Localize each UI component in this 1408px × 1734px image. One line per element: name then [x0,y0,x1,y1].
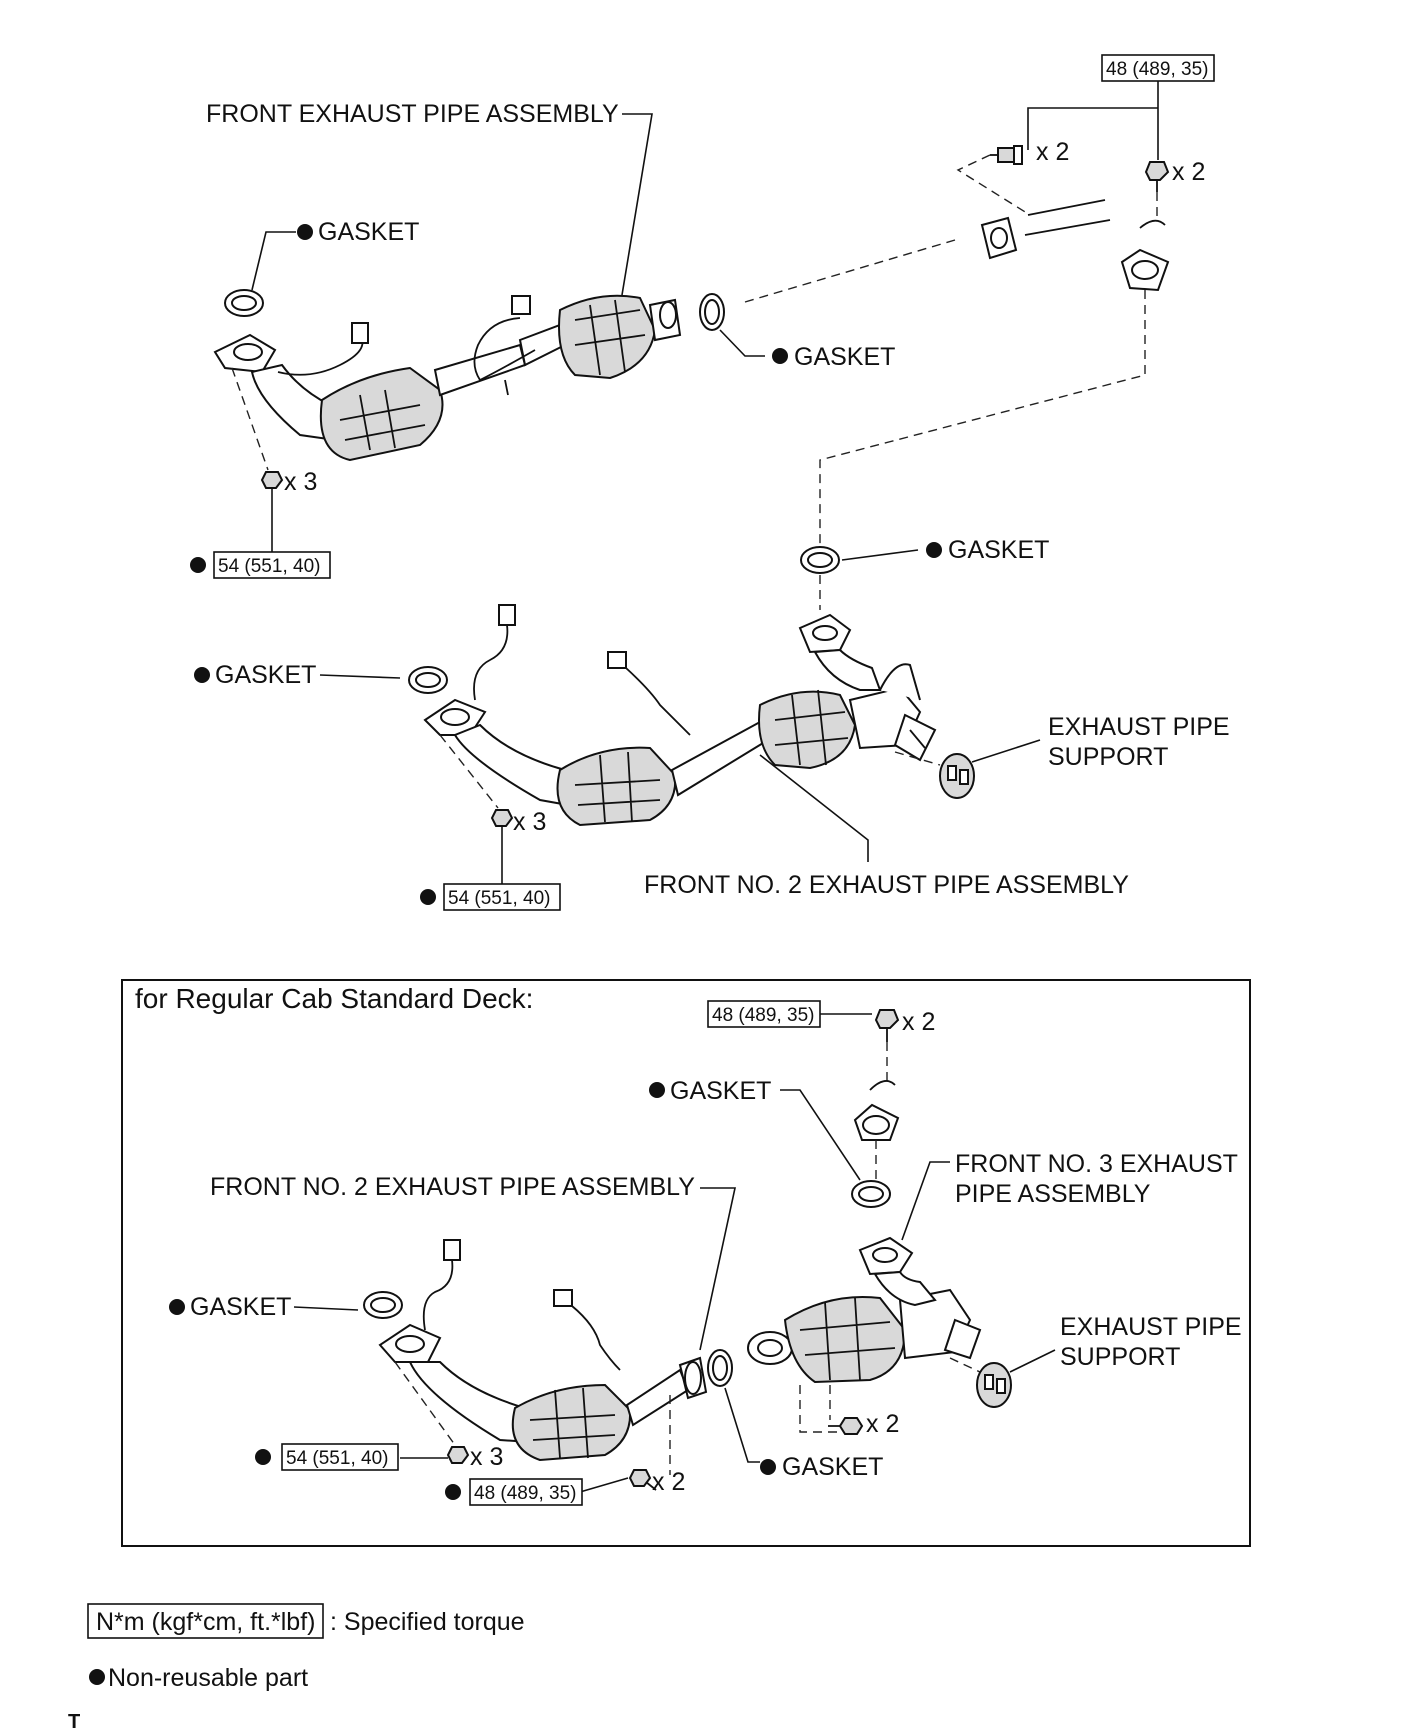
label-exhaust-support-1: EXHAUST PIPE [1048,713,1230,741]
cab-bolt-qty-right: x 2 [866,1410,899,1438]
nonreusable-dot [760,1459,776,1475]
bolt-icon [828,1417,864,1435]
gasket-icon [363,1291,403,1319]
oxygen-sensor-icon [422,1239,461,1331]
gasket-label: GASKET [794,343,895,371]
regular-cab-frame [121,979,1251,1547]
nonreusable-dot [190,557,206,573]
nut-qty-a: x 3 [284,468,317,496]
gasket-icon [699,293,725,331]
svg-text:N*m (kgf*cm, ft.*lbf): N*m (kgf*cm, ft.*lbf) [96,1608,315,1636]
gasket-label: GASKET [215,661,316,689]
cab-label-front-no2: FRONT NO. 2 EXHAUST PIPE ASSEMBLY [210,1173,695,1201]
gasket-label: GASKET [318,218,419,246]
svg-text:48 (489, 35): 48 (489, 35) [1106,59,1208,80]
gasket-icon [408,666,448,694]
svg-text:48 (489, 35): 48 (489, 35) [712,1005,814,1026]
torque-box-48-cab-top: 48 (489, 35) [707,1000,821,1028]
legend-torque-desc: : Specified torque [330,1608,525,1636]
legend-torque-box: N*m (kgf*cm, ft.*lbf) [87,1603,324,1639]
svg-text:54 (551, 40): 54 (551, 40) [286,1448,388,1469]
front-exhaust-pipe-assembly [213,294,682,462]
torque-box-54-a: 54 (551, 40) [213,551,331,579]
nut-icon [260,471,284,489]
torque-box-48-cab-bottom: 48 (489, 35) [469,1478,583,1506]
bolt-qty-b: x 2 [1172,158,1205,186]
svg-text:54 (551, 40): 54 (551, 40) [448,888,550,909]
nonreusable-dot [169,1299,185,1315]
label-exhaust-support-2: SUPPORT [1048,743,1168,771]
nonreusable-dot [255,1449,271,1465]
oxygen-sensor-icon [553,1289,621,1371]
cab-bolt-qty-top: x 2 [902,1008,935,1036]
gasket-icon [800,546,840,574]
bolt-icon [628,1469,657,1491]
cab-gasket-label: GASKET [670,1077,771,1105]
bolt-qty-a: x 2 [1036,138,1069,166]
bolt-icon [874,1009,900,1042]
cab-front-no2-pipe [378,1323,708,1462]
flange-icon [980,216,1018,260]
cab-gasket-bottom: GASKET [782,1453,883,1481]
regular-cab-title: for Regular Cab Standard Deck: [135,983,533,1014]
nonreusable-dot [649,1082,665,1098]
torque-box-54-b: 54 (551, 40) [443,883,561,911]
oxygen-sensor-icon [473,295,536,396]
nut-icon [446,1446,470,1464]
cab-label-support-1: EXHAUST PIPE [1060,1313,1242,1341]
bolt-icon [1144,161,1170,192]
oxygen-sensor-icon [607,651,691,736]
torque-box-48-top: 48 (489, 35) [1101,54,1215,82]
gasket-icon [851,1180,891,1208]
flange-icon [853,1103,900,1141]
label-front-exhaust-pipe: FRONT EXHAUST PIPE ASSEMBLY [206,100,619,128]
exhaust-support-icon [976,1362,1012,1408]
gasket-icon [707,1349,733,1387]
oxygen-sensor-icon [277,322,369,376]
label-front-no3-1: FRONT NO. 3 EXHAUST [955,1150,1238,1178]
legend-nonreusable: Non-reusable part [108,1664,308,1692]
cab-label-support-2: SUPPORT [1060,1343,1180,1371]
svg-text:54 (551, 40): 54 (551, 40) [218,556,320,577]
nonreusable-dot [926,542,942,558]
cab-nut-qty: x 3 [470,1443,503,1471]
front-no2-exhaust-pipe-assembly [423,613,937,827]
gasket-icon [224,289,264,317]
torque-box-54-cab: 54 (551, 40) [281,1443,399,1471]
cab-gasket-left: GASKET [190,1293,291,1321]
legend-nonreusable-dot [89,1669,105,1685]
nut-icon [490,809,514,827]
nonreusable-dot [420,889,436,905]
flange-icon [1120,248,1170,292]
nut-qty-b: x 3 [513,808,546,836]
exhaust-support-icon [939,753,975,799]
gasket-label: GASKET [948,536,1049,564]
nonreusable-dot [772,348,788,364]
cab-bolt-qty-bottom: x 2 [652,1468,685,1496]
label-front-no3-2: PIPE ASSEMBLY [955,1180,1151,1208]
bolt-icon [990,145,1023,165]
footer-mark: T [68,1711,80,1733]
nonreusable-dot [297,224,313,240]
oxygen-sensor-icon [473,604,516,701]
label-front-no2: FRONT NO. 2 EXHAUST PIPE ASSEMBLY [644,871,1129,899]
front-no3-pipe [747,1236,982,1384]
nonreusable-dot [445,1484,461,1500]
svg-text:48 (489, 35): 48 (489, 35) [474,1483,576,1504]
nonreusable-dot [194,667,210,683]
